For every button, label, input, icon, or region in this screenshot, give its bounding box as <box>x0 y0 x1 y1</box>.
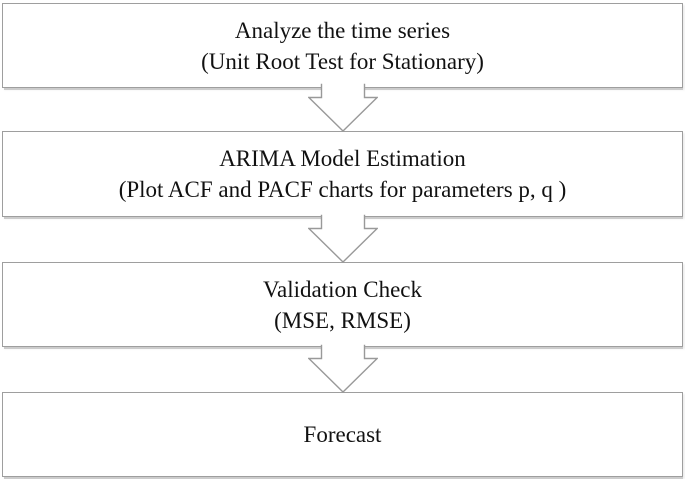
step-subtitle: (MSE, RMSE) <box>274 307 411 333</box>
flow-step-arima-estimation: ARIMA Model Estimation (Plot ACF and PAC… <box>2 131 683 217</box>
flow-step-analyze-time-series: Analyze the time series (Unit Root Test … <box>2 3 683 88</box>
down-arrow <box>308 83 378 132</box>
flow-step-forecast: Forecast <box>2 392 683 477</box>
step-title: Validation Check <box>262 276 423 302</box>
step-title: ARIMA Model Estimation <box>219 146 466 171</box>
step-subtitle: (Plot ACF and PACF charts for parameters… <box>118 177 567 202</box>
flow-step-validation-check: Validation Check (MSE, RMSE) <box>2 262 683 347</box>
down-arrow <box>308 344 378 393</box>
down-arrow <box>308 214 378 263</box>
step-title: Forecast <box>303 422 382 447</box>
step-subtitle: (Unit Root Test for Stationary) <box>201 48 484 74</box>
step-title: Analyze the time series <box>234 17 451 43</box>
